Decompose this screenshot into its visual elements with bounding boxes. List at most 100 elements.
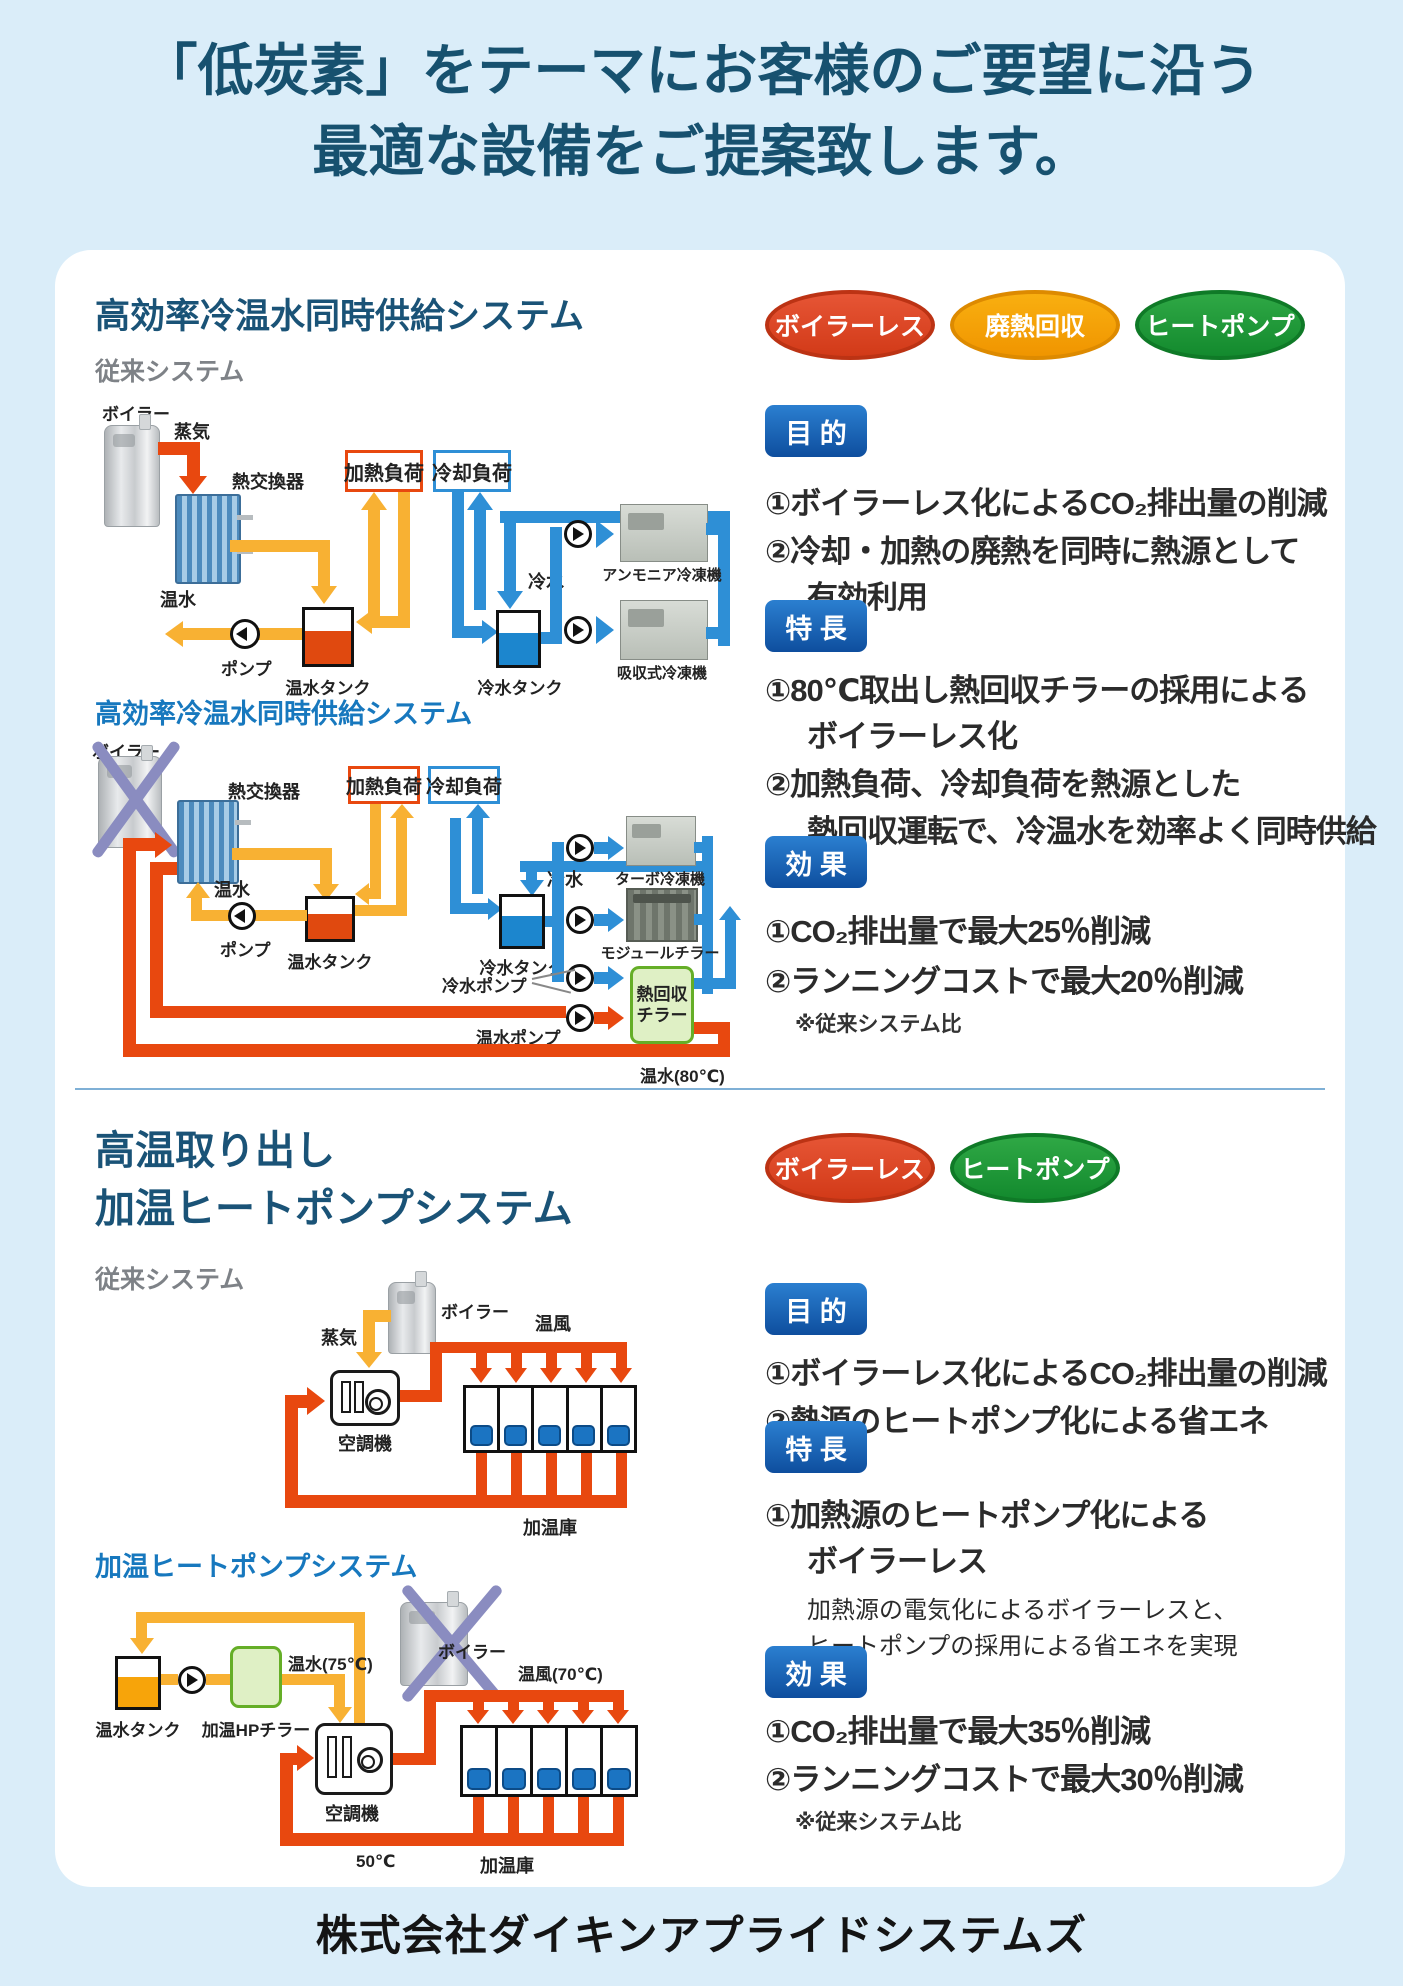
pipe-warm-air	[430, 1342, 442, 1402]
pump-icon	[564, 520, 592, 548]
pipe-cold	[594, 842, 608, 854]
absorption-chiller-label: 吸収式冷凍機	[616, 665, 707, 682]
section1-conventional-label: 従来システム	[95, 358, 245, 386]
s2-feature-line2: ボイラーレス	[807, 1544, 988, 1579]
ammonia-chiller-label: アンモニア冷凍機	[602, 567, 722, 584]
feature-tag-s2: 特 長	[765, 1421, 867, 1473]
warm-air-arrow-icon	[610, 1368, 632, 1383]
module-chiller-icon	[626, 888, 698, 942]
heat-exchanger-label: 熱交換器	[232, 472, 304, 492]
pump-label: ポンプ	[220, 941, 271, 960]
pipe-heating-return	[398, 492, 410, 617]
purpose-tag-s1: 目 的	[765, 405, 867, 457]
section1-new-system-label: 高効率冷温水同時供給システム	[95, 699, 473, 729]
pipe-hot75	[334, 1674, 345, 1708]
pipe-steam	[187, 442, 200, 478]
cold-arrow-icon	[488, 898, 502, 920]
diagram-conventional-heating: ボイラー 蒸気 空調機 温風 加温庫	[235, 1268, 735, 1568]
pump-icon	[566, 1004, 594, 1032]
s2-effect-line1: ①CO₂排出量で最大35％削減	[765, 1714, 1151, 1749]
badge-boilerless-2: ボイラーレス	[765, 1133, 935, 1203]
temp50-label: 50℃	[356, 1852, 396, 1871]
s1-feature-line3: ②加熱負荷、冷却負荷を熱源とした	[765, 767, 1241, 802]
section2-title-line1: 高温取り出し	[95, 1129, 335, 1173]
hot-arrow-icon	[307, 1387, 325, 1415]
cooling-load-box: 冷却負荷	[426, 766, 502, 804]
pipe-return	[285, 1395, 298, 1508]
air-handler-icon	[330, 1370, 400, 1426]
pipe-cold	[594, 914, 608, 926]
cold-tank-label: 冷水タンク	[477, 679, 563, 698]
cold-arrow-icon	[596, 520, 614, 548]
pipe-hot80-loop	[123, 838, 136, 1057]
hot-water-fill	[305, 630, 351, 664]
section2-new-system-label: 加温ヒートポンプシステム	[95, 1552, 418, 1582]
heating-hp-chiller-box	[230, 1646, 282, 1708]
cooling-load-box: 冷却負荷	[432, 450, 512, 492]
cold-arrow-icon	[719, 906, 741, 920]
cold-arrow-icon	[497, 591, 523, 609]
cold-water-tank	[499, 894, 545, 949]
pipe-heating-return	[372, 616, 410, 628]
pipe-cooling-return	[450, 903, 488, 914]
hot-arrow-icon	[186, 882, 210, 898]
pipe-return	[280, 1833, 624, 1846]
diagram-high-efficiency-chw: ボイラー 熱交換器 温水タンク 温水 ポンプ 加熱負荷 冷却負荷	[80, 738, 780, 1086]
pipe-warm-air	[430, 1342, 627, 1353]
recovery-chiller-line1: 熱回収	[636, 984, 688, 1004]
hp-chiller-label: 加温HPチラー	[201, 1721, 311, 1740]
pipe-heating-supply	[396, 818, 407, 916]
steam-arrow-icon	[179, 476, 207, 494]
s2-feature-line1: ①加熱源のヒートポンプ化による	[765, 1498, 1209, 1533]
pipe-cooling-return	[452, 492, 464, 632]
recovery-chiller-line2: チラー	[636, 1006, 688, 1025]
s1-purpose-line2: ②冷却・加熱の廃熱を同時に熱源として	[765, 534, 1300, 569]
page-title-line1: 「低炭素」をテーマにお客様のご要望に沿う	[141, 39, 1262, 102]
hot-arrow-icon	[130, 1638, 154, 1654]
pipe-return	[285, 1495, 627, 1508]
pipe-cold-feed	[550, 527, 562, 644]
pipe-cold-supply	[526, 872, 537, 882]
cold-water-tank	[496, 610, 541, 668]
pipe-cold-loop	[694, 914, 713, 925]
heat-exchanger-label: 熱交換器	[228, 782, 300, 802]
absorption-chiller-icon	[620, 600, 708, 660]
hot-water-label: 温水	[214, 880, 250, 900]
s2-feature-subnote1: 加熱源の電気化によるボイラーレスと、	[807, 1597, 1238, 1624]
boiler-label: ボイラー	[102, 405, 170, 424]
pipe-heating-return	[370, 804, 381, 894]
page-title-line2: 最適な設備をご提案致します。	[312, 120, 1091, 184]
pipe-warm-air	[424, 1690, 436, 1765]
pipe-cold-feed	[545, 916, 557, 927]
warm-air-arrow-icon	[575, 1368, 597, 1383]
pipe-cold-feed	[552, 842, 564, 982]
boiler-icon	[388, 1271, 436, 1354]
steam-label: 蒸気	[321, 1328, 357, 1348]
s2-effect-note: ※従来システム比	[795, 1811, 962, 1834]
hot-arrow-icon	[356, 610, 372, 634]
air-handler-icon	[315, 1723, 393, 1795]
warm-air-arrow-icon	[572, 1710, 594, 1724]
pump-icon	[566, 906, 594, 934]
pipe-hot-supply	[318, 540, 330, 588]
effect-tag-s1: 効 果	[765, 836, 867, 888]
hot-arrow-icon	[390, 804, 414, 818]
hot-water-fill	[308, 914, 352, 939]
boiler-label: ボイラー	[438, 1643, 506, 1662]
pipe-cold-loop	[694, 842, 713, 853]
hot80-label: 温水(80℃)	[640, 1067, 725, 1086]
pump-icon	[228, 902, 256, 930]
section2-title-line2: 加温ヒートポンプシステム	[95, 1187, 573, 1231]
warm-air-arrow-icon	[467, 1710, 489, 1724]
hot-water-tank	[302, 607, 354, 667]
warm-air-arrow-icon	[505, 1368, 527, 1383]
feature-tag-s1: 特 長	[765, 600, 867, 652]
purpose-tag-s2: 目 的	[765, 1283, 867, 1335]
pipe-cold-loop	[706, 627, 730, 639]
s2-purpose-line1: ①ボイラーレス化によるCO₂排出量の削減	[765, 1356, 1328, 1391]
heating-chamber-icon	[463, 1385, 637, 1453]
hot-pump-label: 温水ポンプ	[476, 1029, 561, 1048]
pipe-hot80-inner	[150, 1006, 566, 1018]
cold-water-fill	[502, 915, 542, 946]
boiler-label: ボイラー	[441, 1303, 509, 1322]
